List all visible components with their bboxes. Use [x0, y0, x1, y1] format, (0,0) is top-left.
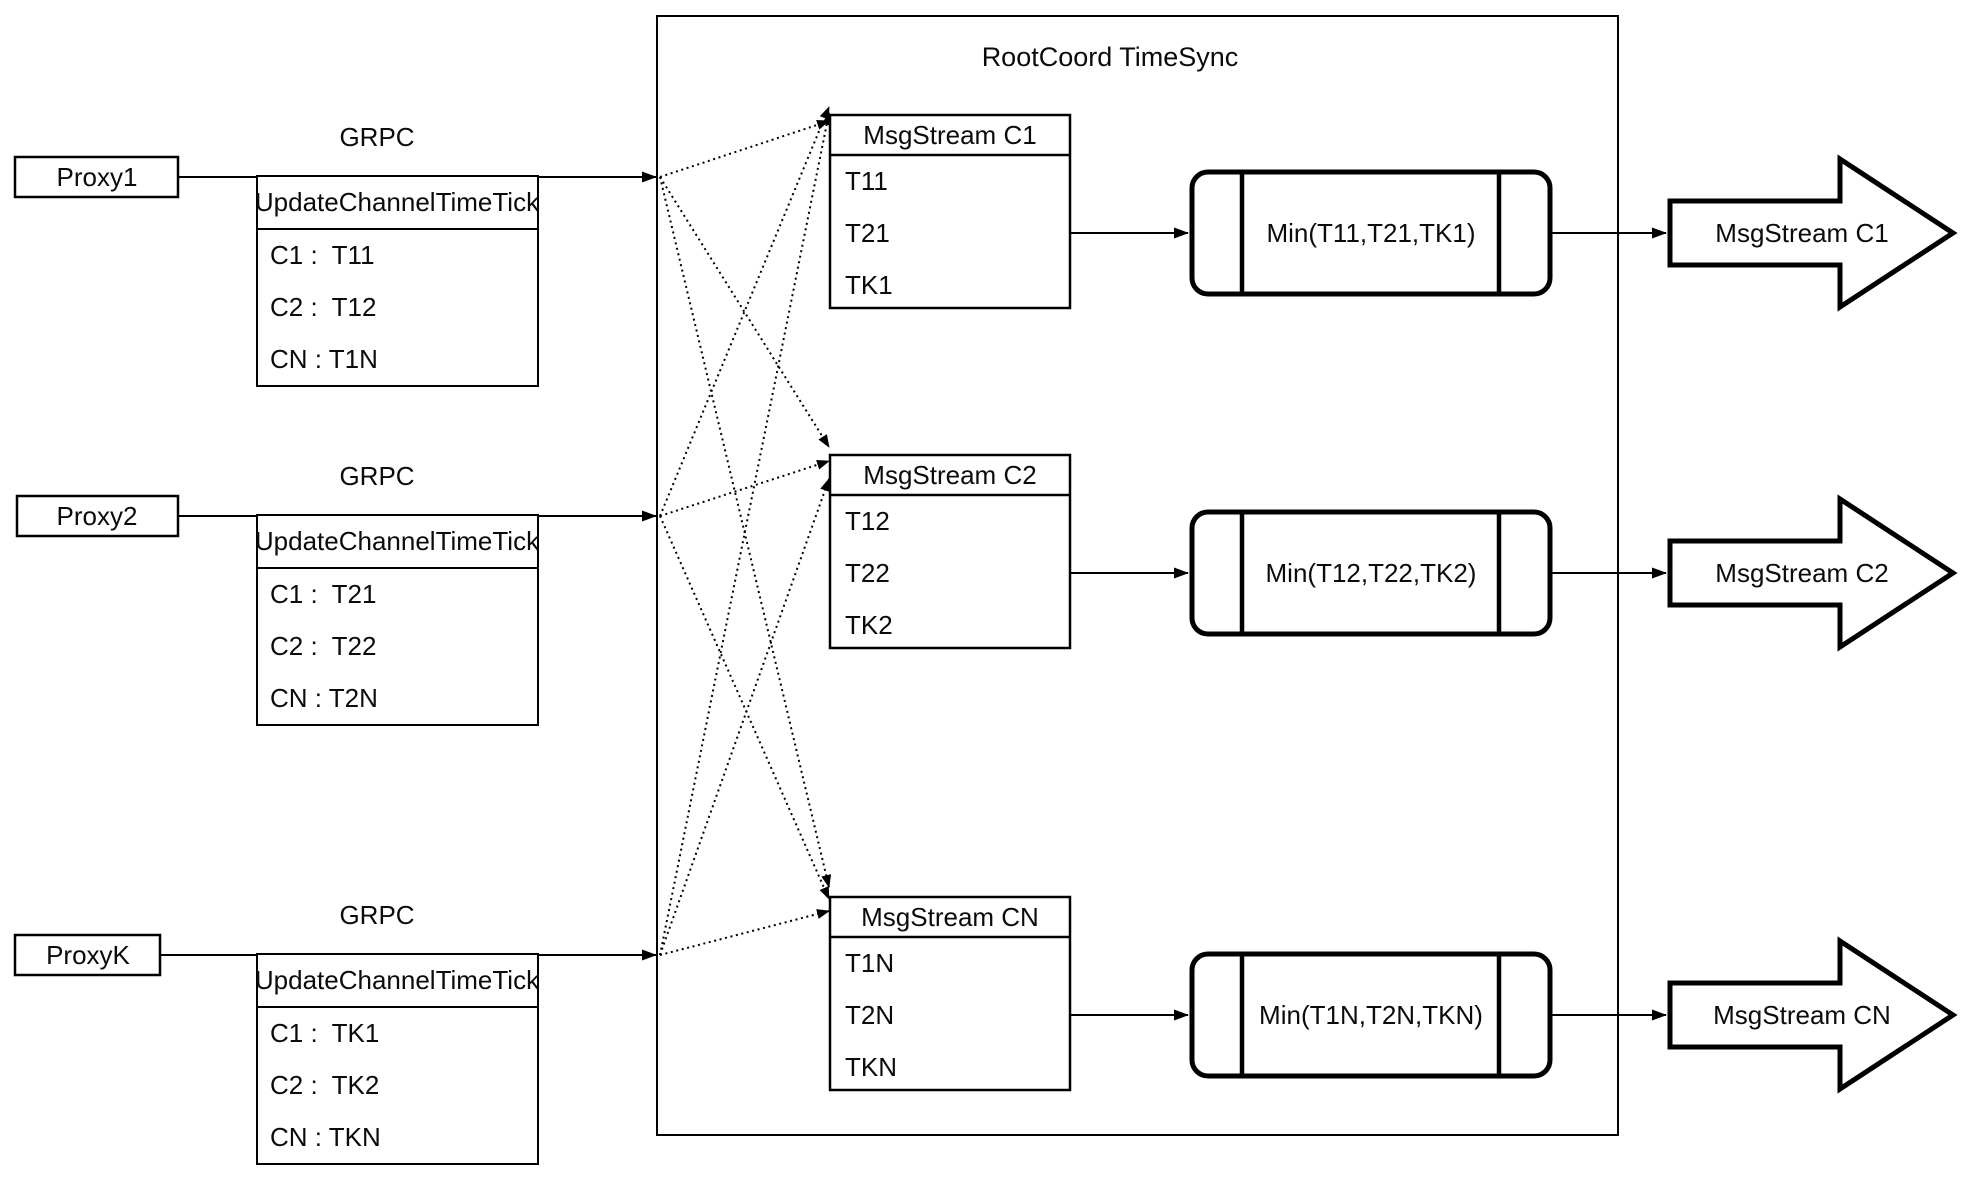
- update-timetick-table: UpdateChannelTimeTick C1 : T21 C2 : T22 …: [255, 514, 540, 726]
- rootcoord-title: RootCoord TimeSync: [982, 42, 1239, 72]
- min-node-c1: Min(T11,T21,TK1): [1189, 169, 1553, 297]
- fanout-arrow-pk-cn: [659, 909, 830, 956]
- proxy-label: Proxy2: [57, 501, 138, 531]
- min-label: Min(T12,T22,TK2): [1266, 558, 1477, 588]
- msgstream-header: MsgStream C1: [863, 120, 1036, 150]
- output-arrow-shape: [1667, 936, 1958, 1094]
- msgstream-entry: TK1: [845, 270, 893, 300]
- output-stream-c1: MsgStream C1: [1667, 154, 1958, 312]
- msgstream-table-c2: MsgStream C2 T12 T22 TK2: [828, 453, 1072, 650]
- row-proxy2: Proxy2 GRPC UpdateChannelTimeTick C1 : T…: [15, 453, 1958, 726]
- proxy-box: [13, 933, 162, 977]
- output-stream-cn: MsgStream CN: [1667, 936, 1958, 1094]
- fanout-arrow-p1-c1: [659, 120, 830, 178]
- proxy-label: Proxy1: [57, 162, 138, 192]
- min-box: [1189, 169, 1553, 297]
- output-arrow-label: MsgStream C1: [1715, 218, 1888, 248]
- msgstream-entry: TK2: [845, 610, 893, 640]
- table-frame: [256, 514, 539, 726]
- table-entry: C1 : T21: [270, 579, 376, 609]
- table-entry: CN : T2N: [270, 683, 378, 713]
- table-entry: CN : TKN: [270, 1122, 381, 1152]
- output-stream-c2: MsgStream C2: [1667, 494, 1958, 652]
- fanout-arrow-pk-c1: [659, 112, 832, 956]
- grpc-label: GRPC: [339, 900, 414, 930]
- msgstream-frame: [828, 113, 1072, 310]
- table-frame: [256, 175, 539, 387]
- table-entry: C2 : TK2: [270, 1070, 379, 1100]
- msgstream-frame: [828, 895, 1072, 1092]
- min-box: [1189, 951, 1553, 1079]
- update-timetick-table: UpdateChannelTimeTick C1 : TK1 C2 : TK2 …: [255, 953, 540, 1165]
- table-header: UpdateChannelTimeTick: [255, 526, 540, 556]
- fanout-arrow-pk-c2: [659, 478, 830, 956]
- output-arrow-shape: [1667, 154, 1958, 312]
- min-box: [1189, 509, 1553, 637]
- table-header: UpdateChannelTimeTick: [255, 965, 540, 995]
- table-frame: [256, 953, 539, 1165]
- msgstream-frame: [828, 453, 1072, 650]
- grpc-label: GRPC: [339, 122, 414, 152]
- msgstream-entry: T12: [845, 506, 890, 536]
- output-arrow-label: MsgStream C2: [1715, 558, 1888, 588]
- grpc-label: GRPC: [339, 461, 414, 491]
- msgstream-entry: T11: [845, 166, 888, 196]
- msgstream-entry: TKN: [845, 1052, 897, 1082]
- table-entry: CN : T1N: [270, 344, 378, 374]
- msgstream-table-cn: MsgStream CN T1N T2N TKN: [828, 895, 1072, 1092]
- proxy-label: ProxyK: [46, 940, 130, 970]
- update-timetick-table: UpdateChannelTimeTick C1 : T11 C2 : T12 …: [255, 175, 540, 387]
- msgstream-header: MsgStream C2: [863, 460, 1036, 490]
- table-entry: C2 : T22: [270, 631, 376, 661]
- fanout-arrow-p2-cn: [659, 515, 830, 900]
- table-entry: C2 : T12: [270, 292, 376, 322]
- table-entry: C1 : TK1: [270, 1018, 379, 1048]
- msgstream-header: MsgStream CN: [861, 902, 1039, 932]
- row-proxyk: ProxyK GRPC UpdateChannelTimeTick C1 : T…: [13, 895, 1958, 1165]
- msgstream-table-c1: MsgStream C1 T11 T21 TK1: [828, 113, 1072, 310]
- min-label: Min(T11,T21,TK1): [1266, 218, 1475, 248]
- msgstream-entry: T21: [845, 218, 890, 248]
- table-entry: C1 : T11: [270, 240, 375, 270]
- min-node-c2: Min(T12,T22,TK2): [1189, 509, 1553, 637]
- min-label: Min(T1N,T2N,TKN): [1259, 1000, 1483, 1030]
- fanout-arrow-p1-c2: [659, 176, 830, 448]
- table-header: UpdateChannelTimeTick: [255, 187, 540, 217]
- row-proxy1: Proxy1 GRPC UpdateChannelTimeTick C1 : T…: [13, 113, 1958, 387]
- fanout-arrow-p2-c2: [659, 459, 830, 517]
- msgstream-entry: T22: [845, 558, 890, 588]
- msgstream-entry: T2N: [845, 1000, 894, 1030]
- min-node-cn: Min(T1N,T2N,TKN): [1189, 951, 1553, 1079]
- fanout-arrows: [659, 106, 832, 956]
- output-arrow-label: MsgStream CN: [1713, 1000, 1891, 1030]
- rootcoord-box: [656, 15, 1619, 1136]
- fanout-arrow-p2-c1: [659, 106, 830, 517]
- output-arrow-shape: [1667, 494, 1958, 652]
- msgstream-entry: T1N: [845, 948, 894, 978]
